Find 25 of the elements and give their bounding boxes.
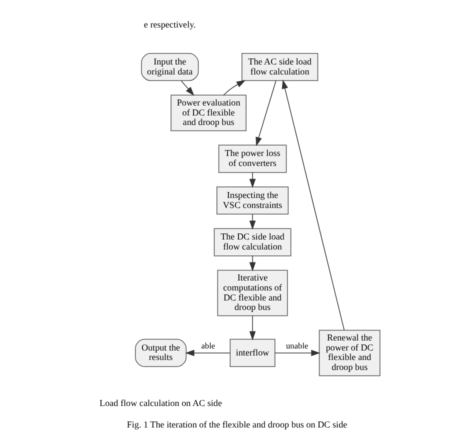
arrow (256, 80, 276, 146)
edge-label: able (201, 341, 216, 350)
node-box: interflow (230, 338, 276, 367)
arrow (274, 350, 320, 356)
arrow (249, 172, 256, 188)
node-box: The AC side load flow calculation (242, 52, 318, 82)
label: e respectively. (144, 20, 196, 30)
edge-label: unable (286, 341, 308, 350)
node-box: Inspecting the VSC constraints (216, 186, 289, 215)
caption: Fig. 1 The iteration of the flexible and droop bus on DC side (126, 420, 348, 430)
arrow (282, 80, 345, 330)
arrow (185, 350, 230, 356)
node-box: Output the results (135, 338, 187, 367)
arrow (249, 316, 256, 340)
node-box: The power loss of converters (218, 144, 287, 173)
arrow (223, 80, 246, 96)
node-box: Renewal the power of DC flexible and droop bus (318, 330, 380, 376)
node-box: Power evaluation of DC flexible and droop bus (170, 94, 246, 132)
arrow (249, 256, 256, 272)
node-box: Iterative computations of DC flexible and droop bus (217, 270, 288, 316)
node-box: Input the original data (141, 52, 199, 82)
arrow (249, 214, 256, 230)
node-box: The DC side load flow calculation (214, 228, 292, 256)
arrow (180, 80, 194, 96)
label: Load flow calculation on AC side (100, 398, 222, 408)
